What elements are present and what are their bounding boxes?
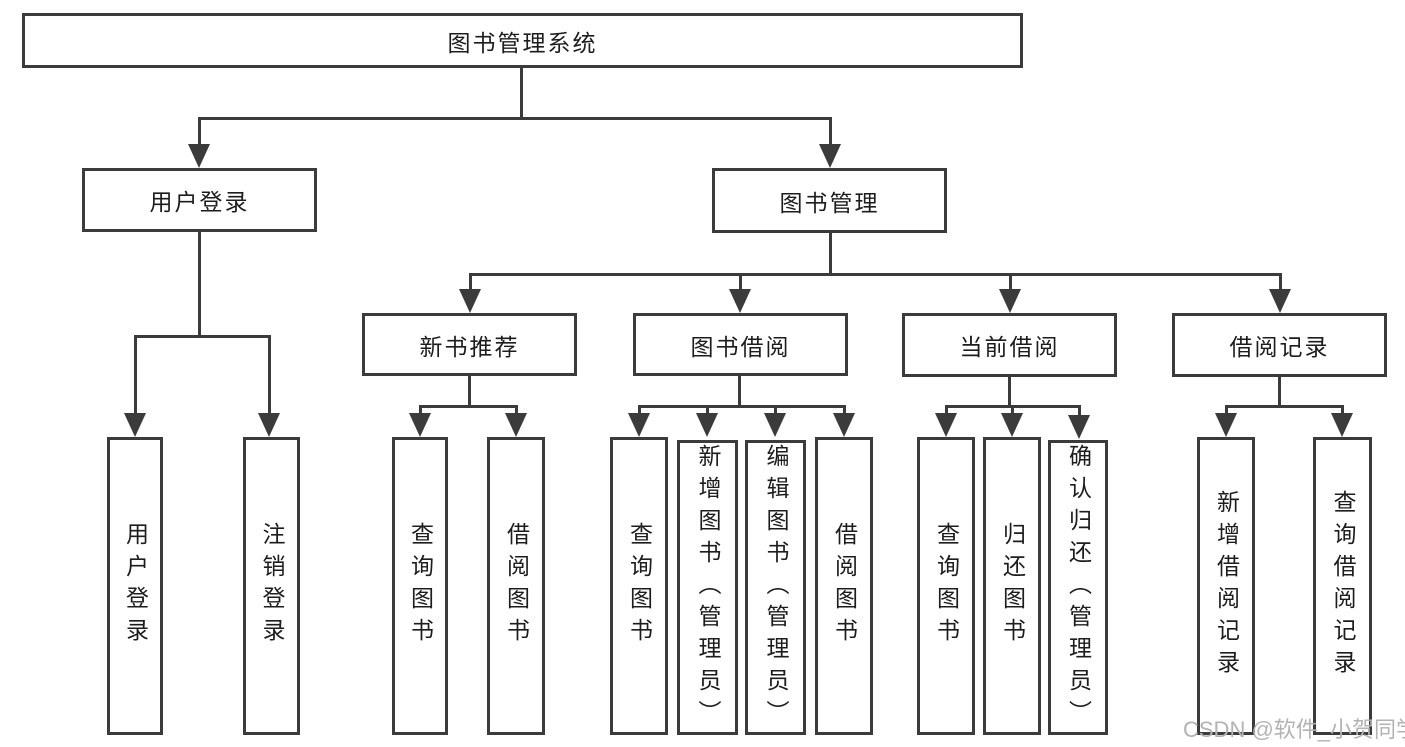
connector-line (945, 405, 948, 417)
leaf-box-query-books: 查询图书 (610, 437, 668, 735)
arrow-down-icon (1215, 413, 1237, 437)
connector-line (515, 405, 518, 417)
leaf-box-label: 查询图书 (933, 522, 960, 650)
connector-line (1279, 273, 1282, 293)
arrow-down-icon (819, 144, 841, 168)
arrow-down-icon (999, 289, 1021, 313)
connector-line (134, 335, 271, 338)
connector-line (843, 405, 846, 417)
connector-line (829, 233, 832, 275)
leaf-box-label: 查询图书 (407, 522, 434, 650)
connector-line (1341, 405, 1344, 417)
arrow-down-icon (1068, 415, 1090, 439)
group-box-current-borrow: 当前借阅 (902, 313, 1117, 377)
connector-line (469, 273, 472, 293)
branch-box-label: 图书管理 (779, 189, 880, 216)
leaf-box-label: 查询图书 (626, 522, 653, 650)
arrow-down-icon (409, 413, 431, 437)
leaf-box-label: 查询借阅记录 (1330, 490, 1356, 682)
connector-line (1008, 377, 1011, 408)
connector-line (419, 405, 422, 417)
leaf-box-add-book-admin: 新增图书（管理员） (677, 440, 738, 735)
group-box-label: 图书借阅 (690, 333, 791, 360)
leaf-box-borrow-books: 借阅图书 (815, 437, 873, 735)
arrow-down-icon (833, 413, 855, 437)
group-box-book-borrow: 图书借阅 (633, 313, 848, 376)
arrow-down-icon (1331, 413, 1353, 437)
arrow-down-icon (459, 289, 481, 313)
root-box-library-system: 图书管理系统 (22, 13, 1023, 68)
arrow-down-icon (764, 413, 786, 437)
arrow-down-icon (124, 413, 146, 437)
group-box-new-book-recommend: 新书推荐 (362, 313, 577, 376)
group-box-borrow-records: 借阅记录 (1172, 313, 1387, 377)
arrow-down-icon (696, 413, 718, 437)
arrow-down-icon (188, 144, 210, 168)
connector-line (638, 405, 846, 408)
arrow-down-icon (729, 289, 751, 313)
leaf-box-query-books: 查询图书 (392, 437, 448, 735)
leaf-box-label: 新增图书（管理员） (695, 443, 721, 732)
connector-line (198, 117, 832, 120)
arrow-down-icon (628, 413, 650, 437)
leaf-box-borrow-books: 借阅图书 (487, 437, 545, 735)
connector-line (1011, 405, 1014, 417)
leaf-box-label: 用户登录 (122, 522, 149, 650)
leaf-box-query-books: 查询图书 (917, 437, 975, 735)
branch-box-user-login: 用户登录 (82, 168, 317, 232)
leaf-box-edit-book-admin: 编辑图书（管理员） (745, 440, 806, 735)
leaf-box-query-borrow-record: 查询借阅记录 (1313, 437, 1372, 735)
connector-line (706, 405, 709, 417)
arrow-down-icon (935, 413, 957, 437)
connector-line (134, 335, 137, 415)
connector-line (638, 405, 641, 417)
leaf-box-label: 新增借阅记录 (1213, 490, 1240, 682)
connector-line (198, 117, 201, 148)
group-box-label: 当前借阅 (959, 334, 1060, 360)
connector-line (468, 376, 471, 408)
connector-line (1278, 377, 1281, 408)
arrow-down-icon (258, 413, 280, 437)
connector-line (1009, 273, 1012, 293)
connector-line (469, 273, 1282, 276)
csdn-watermark: CSDN @软件_小贺同学 (1183, 717, 1405, 742)
connector-line (738, 376, 741, 408)
connector-line (419, 405, 518, 408)
connector-line (520, 68, 523, 119)
connector-line (739, 273, 742, 293)
connector-line (1225, 405, 1228, 417)
arrow-down-icon (1269, 289, 1291, 313)
leaf-box-label: 确认归还（管理员） (1065, 443, 1092, 732)
root-box-label: 图书管理系统 (447, 29, 598, 56)
connector-line (829, 117, 832, 148)
leaf-box-logout: 注销登录 (243, 437, 300, 735)
connector-line (268, 335, 271, 415)
leaf-box-confirm-return-admin: 确认归还（管理员） (1048, 440, 1108, 735)
leaf-box-label: 借阅图书 (831, 522, 858, 650)
connector-line (774, 405, 777, 417)
leaf-box-user-login: 用户登录 (107, 437, 163, 735)
connector-line (1225, 405, 1344, 408)
leaf-box-label: 借阅图书 (503, 522, 530, 650)
arrow-down-icon (1001, 413, 1023, 437)
arrow-down-icon (505, 413, 527, 437)
branch-box-label: 用户登录 (149, 189, 250, 215)
connector-line (198, 232, 201, 338)
leaf-box-label: 编辑图书（管理员） (763, 443, 789, 732)
leaf-box-label: 归还图书 (999, 522, 1026, 650)
connector-line (1078, 405, 1081, 417)
group-box-label: 借阅记录 (1229, 334, 1330, 360)
branch-box-book-management: 图书管理 (712, 168, 947, 233)
leaf-box-add-borrow-record: 新增借阅记录 (1197, 437, 1255, 735)
leaf-box-return-books: 归还图书 (983, 437, 1041, 735)
leaf-box-label: 注销登录 (259, 522, 285, 650)
group-box-label: 新书推荐 (419, 333, 520, 360)
